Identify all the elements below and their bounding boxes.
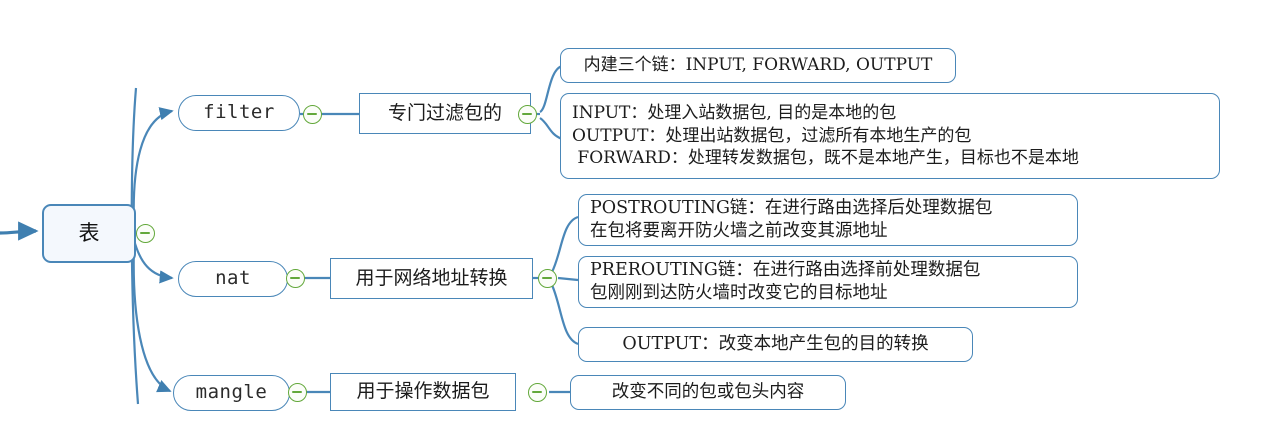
mangle-desc-collapse-toggle[interactable] [528,383,547,402]
root-node-label: 表 [78,220,100,245]
filter-description-node[interactable]: 专门过滤包的 [359,93,531,134]
nat-postrouting-line-2: 在包将要离开防火墙之前改变其源地址 [590,221,888,241]
branch-node-mangle[interactable]: mangle [173,375,290,411]
nat-detail-output[interactable]: OUTPUT：改变本地产生包的目的转换 [578,327,973,362]
edge-filter-detail-1 [539,64,563,113]
branch-label-nat: nat [215,267,251,290]
nat-postrouting-line-1: POSTROUTING链：在进行路由选择后处理数据包 [590,197,993,218]
branch-node-nat[interactable]: nat [178,261,288,297]
nat-output-line-1: OUTPUT：改变本地产生包的目的转换 [622,333,929,354]
nat-desc-collapse-toggle[interactable] [538,269,557,288]
filter-detail-chains[interactable]: 内建三个链：INPUT, FORWARD, OUTPUT [560,48,956,83]
edge-root-filter [132,107,174,226]
nat-collapse-toggle[interactable] [286,269,305,288]
root-collapse-toggle[interactable] [136,224,155,243]
filter-detail-chain-line-2: OUTPUT：处理出站数据包，过滤所有本地生产的包 [572,125,972,146]
edge-nat-detail-1 [551,215,579,273]
filter-detail-chain-desc[interactable]: INPUT：处理入站数据包, 目的是本地的包 OUTPUT：处理出站数据包，过滤… [560,93,1220,179]
filter-detail-chain-line-1: INPUT：处理入站数据包, 目的是本地的包 [572,103,897,124]
edge-filter-detail-2 [539,117,563,141]
filter-detail-chains-line-1: 内建三个链：INPUT, FORWARD, OUTPUT [583,55,933,76]
mangle-detail-line-1: 改变不同的包或包头内容 [611,381,805,402]
mangle-detail-node[interactable]: 改变不同的包或包头内容 [570,375,846,410]
edge-nat-detail-2 [557,276,579,282]
nat-description-label: 用于网络地址转换 [355,266,508,289]
edge-root-mangle [132,244,172,393]
branch-node-filter[interactable]: filter [178,95,300,131]
nat-description-node[interactable]: 用于网络地址转换 [330,258,533,299]
edge-root-nat [132,239,174,284]
nat-detail-prerouting[interactable]: PREROUTING链：在进行路由选择前处理数据包 包刚刚到达防火墙时改变它的目… [578,256,1078,308]
edge-nat-detail-3 [550,284,579,346]
nat-prerouting-line-2: 包刚刚到达防火墙时改变它的目标地址 [590,283,888,303]
nat-prerouting-line-1: PREROUTING链：在进行路由选择前处理数据包 [590,259,981,280]
mangle-description-label: 用于操作数据包 [356,380,490,403]
mangle-collapse-toggle[interactable] [288,383,307,402]
branch-label-mangle: mangle [195,381,268,404]
nat-detail-postrouting[interactable]: POSTROUTING链：在进行路由选择后处理数据包 在包将要离开防火墙之前改变… [578,194,1078,246]
mangle-description-node[interactable]: 用于操作数据包 [330,373,516,411]
filter-desc-collapse-toggle[interactable] [518,105,537,124]
filter-collapse-toggle[interactable] [303,105,322,124]
root-node-table[interactable]: 表 [42,204,136,263]
filter-detail-chain-line-3: FORWARD：处理转发数据包，既不是本地产生，目标也不是本地 [572,148,1079,169]
branch-label-filter: filter [203,101,275,124]
incoming-arrow [0,221,39,241]
filter-description-label: 专门过滤包的 [387,101,502,124]
